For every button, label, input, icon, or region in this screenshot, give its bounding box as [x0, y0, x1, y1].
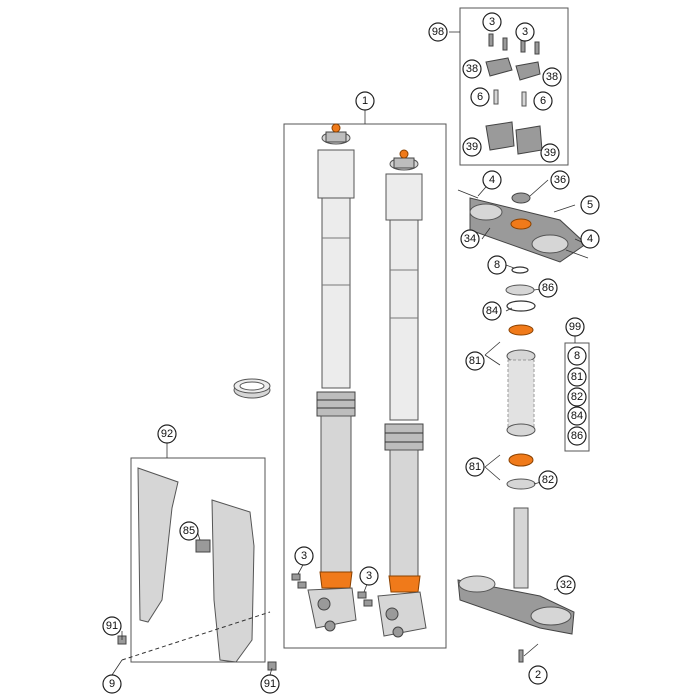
svg-text:39: 39	[544, 147, 556, 159]
svg-text:3: 3	[489, 16, 495, 28]
svg-text:32: 32	[560, 579, 572, 591]
svg-text:86: 86	[571, 430, 583, 442]
callout-5: 5	[580, 195, 600, 215]
svg-text:2: 2	[535, 669, 541, 681]
callout-1: 1	[355, 91, 375, 111]
svg-text:8: 8	[574, 350, 580, 362]
callout-3-kit-right: 3	[515, 22, 535, 42]
callout-8: 8	[487, 255, 507, 275]
svg-text:4: 4	[489, 174, 495, 186]
callout-36: 36	[550, 170, 570, 190]
callout-38-right: 38	[542, 67, 562, 87]
kit-item-86: 86	[567, 426, 587, 446]
callout-99: 99	[565, 317, 585, 337]
callout-32: 32	[556, 575, 576, 595]
callout-84: 84	[482, 301, 502, 321]
svg-text:5: 5	[587, 199, 593, 211]
svg-text:99: 99	[569, 321, 581, 333]
svg-text:6: 6	[477, 91, 483, 103]
callout-39-right: 39	[540, 143, 560, 163]
svg-text:9: 9	[109, 678, 115, 690]
svg-text:1: 1	[362, 95, 368, 107]
left-fork-leg	[307, 123, 357, 632]
callout-4-bottom: 4	[580, 229, 600, 249]
callout-86: 86	[538, 278, 558, 298]
clamp-kit-parts	[485, 33, 543, 155]
svg-text:3: 3	[522, 26, 528, 38]
axle-clamp-screws	[291, 573, 373, 607]
svg-text:84: 84	[486, 305, 498, 317]
svg-text:4: 4	[587, 233, 593, 245]
callout-81-upper: 81	[465, 351, 485, 371]
kit-item-84: 84	[567, 406, 587, 426]
callout-9: 9	[102, 674, 122, 694]
callout-98: 98	[428, 22, 448, 42]
callout-4-top: 4	[482, 170, 502, 190]
svg-text:91: 91	[264, 678, 276, 690]
upper-triple-clamp	[457, 189, 589, 263]
svg-text:86: 86	[542, 282, 554, 294]
callout-2: 2	[528, 665, 548, 685]
svg-text:81: 81	[469, 461, 481, 473]
callout-81-lower: 81	[465, 457, 485, 477]
fork-seal-ring	[233, 378, 271, 399]
callout-38-left: 38	[462, 59, 482, 79]
svg-text:81: 81	[469, 355, 481, 367]
fork-guards	[117, 467, 277, 671]
svg-text:3: 3	[366, 570, 372, 582]
svg-text:36: 36	[554, 174, 566, 186]
svg-text:38: 38	[466, 63, 478, 75]
svg-text:39: 39	[466, 141, 478, 153]
svg-text:92: 92	[161, 428, 173, 440]
bearing-kit-box	[564, 342, 590, 452]
callout-3-fork-left: 3	[294, 546, 314, 566]
svg-text:81: 81	[571, 371, 583, 383]
callout-92: 92	[157, 424, 177, 444]
svg-text:85: 85	[183, 525, 195, 537]
callout-39-left: 39	[462, 137, 482, 157]
callout-34: 34	[460, 229, 480, 249]
kit-item-81: 81	[567, 367, 587, 387]
svg-text:82: 82	[571, 391, 583, 403]
callout-6-left: 6	[470, 87, 490, 107]
svg-text:91: 91	[106, 620, 118, 632]
svg-text:82: 82	[542, 474, 554, 486]
svg-text:6: 6	[540, 95, 546, 107]
callout-91-left: 91	[102, 616, 122, 636]
svg-text:38: 38	[546, 71, 558, 83]
kit-item-82: 82	[567, 387, 587, 407]
callout-3-fork-right: 3	[359, 566, 379, 586]
steering-bearing-stack	[505, 266, 536, 490]
callout-82: 82	[538, 470, 558, 490]
svg-text:3: 3	[301, 550, 307, 562]
lower-triple-clamp	[457, 507, 575, 663]
kit-item-8: 8	[567, 346, 587, 366]
callout-85: 85	[179, 521, 199, 541]
svg-text:34: 34	[464, 233, 476, 245]
right-fork-leg	[377, 149, 427, 638]
fork-guard-box	[130, 457, 266, 663]
callout-6-right: 6	[533, 91, 553, 111]
callout-3-kit-left: 3	[482, 12, 502, 32]
clamp-kit-box	[459, 7, 569, 166]
svg-text:98: 98	[432, 26, 444, 38]
svg-text:84: 84	[571, 410, 583, 422]
svg-text:8: 8	[494, 259, 500, 271]
callout-91-right: 91	[260, 674, 280, 694]
